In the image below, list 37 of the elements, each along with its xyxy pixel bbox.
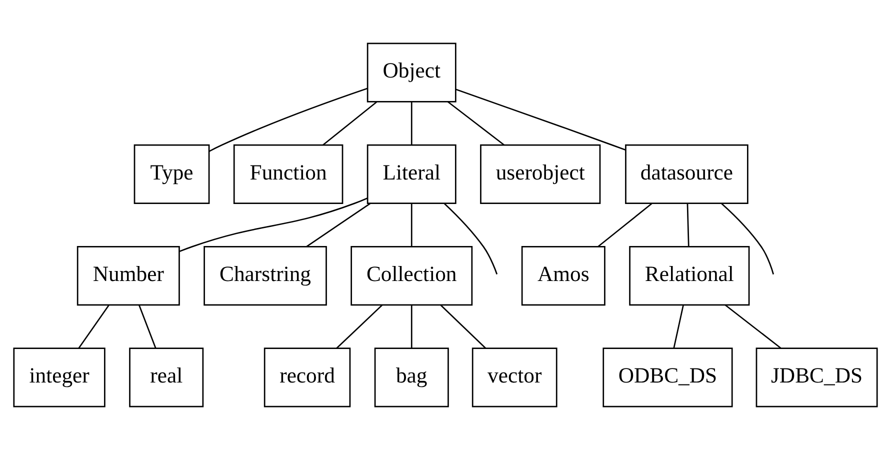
connector	[322, 101, 378, 146]
connector	[447, 101, 504, 146]
node-box: real	[129, 348, 204, 408]
connector	[721, 203, 774, 274]
connector	[440, 304, 486, 349]
connector	[444, 203, 498, 274]
node-box: Amos	[521, 246, 606, 306]
node-box: integer	[13, 348, 106, 408]
connector	[673, 305, 684, 348]
connector	[456, 88, 626, 151]
connector	[179, 198, 368, 252]
connector	[598, 203, 652, 248]
connector	[410, 305, 412, 348]
node-box: Function	[233, 144, 344, 204]
connector	[686, 204, 690, 247]
node-box: Type	[134, 144, 210, 204]
node-box: Number	[76, 246, 180, 306]
node-box: Collection	[350, 246, 473, 306]
connector	[336, 304, 382, 349]
connector	[78, 304, 110, 349]
node-box: JDBC_DS	[756, 348, 878, 408]
node-box: datasource	[625, 144, 748, 204]
node-box: record	[264, 348, 351, 408]
connector	[208, 88, 368, 152]
node-box: Literal	[366, 144, 456, 204]
node-box: vector	[472, 348, 558, 408]
node-box: ODBC_DS	[602, 348, 733, 408]
node-box: Charstring	[204, 246, 327, 306]
connector	[138, 305, 156, 349]
connector	[410, 102, 412, 146]
node-box: Relational	[629, 246, 750, 306]
connector	[724, 304, 782, 349]
node-box: Object	[366, 42, 456, 102]
node-box: bag	[374, 348, 449, 408]
connector	[306, 202, 371, 248]
node-box: userobject	[480, 144, 601, 204]
connector	[410, 204, 412, 247]
